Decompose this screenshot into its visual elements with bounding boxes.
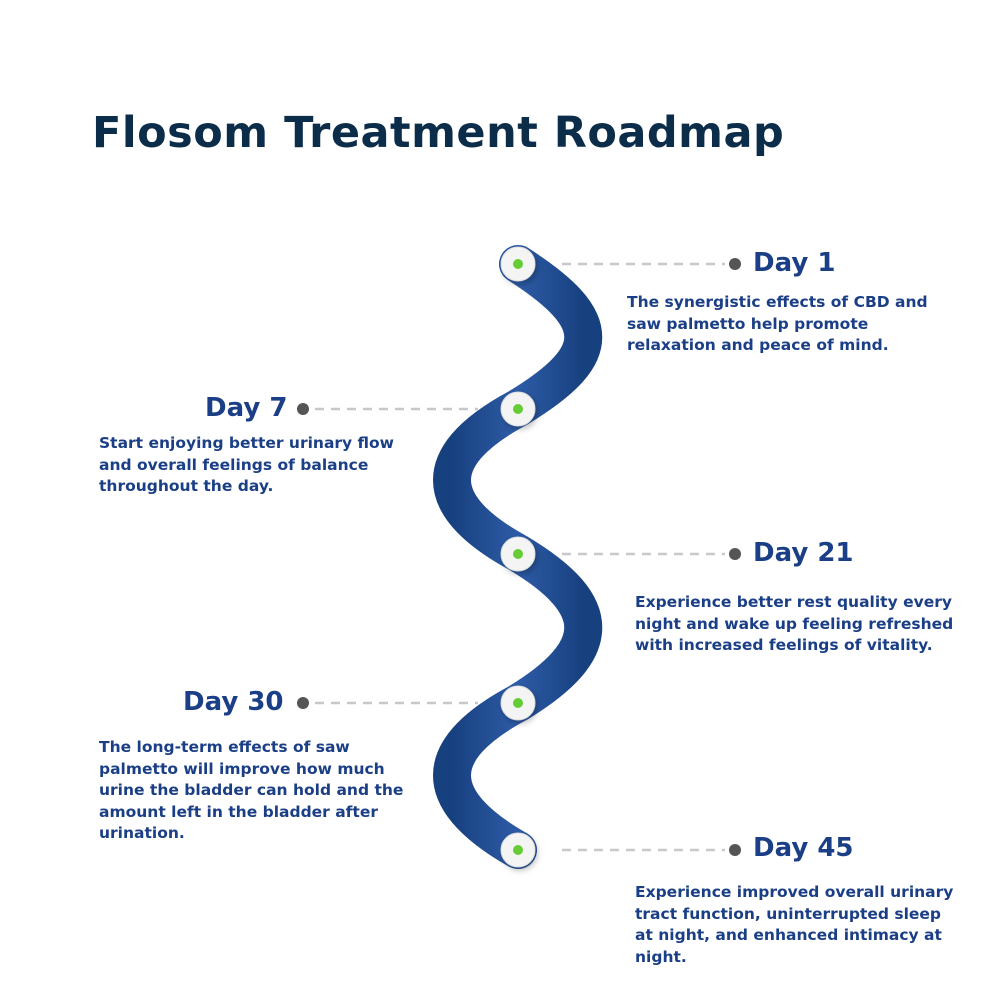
milestone-day-7-text: Start enjoying better urinary flow and o… bbox=[99, 434, 394, 495]
milestone-day-30-label: Day 30 bbox=[183, 687, 284, 717]
marker-day-7 bbox=[297, 403, 309, 415]
node-day-30 bbox=[500, 685, 536, 721]
milestone-day-1-label: Day 1 bbox=[753, 248, 836, 278]
milestone-day-30-text: The long-term effects of saw palmetto wi… bbox=[99, 738, 404, 842]
node-day-21 bbox=[500, 536, 536, 572]
node-day-7 bbox=[500, 391, 536, 427]
marker-day-45 bbox=[729, 844, 741, 856]
marker-day-21 bbox=[729, 548, 741, 560]
marker-day-1 bbox=[729, 258, 741, 270]
milestone-day-21-label: Day 21 bbox=[753, 538, 854, 568]
marker-day-30 bbox=[297, 697, 309, 709]
milestone-day-45-text: Experience improved overall urinary trac… bbox=[635, 883, 954, 966]
milestone-day-1-text: The synergistic effects of CBD and saw p… bbox=[627, 293, 928, 354]
node-day-45 bbox=[500, 832, 536, 868]
milestone-day-45-label: Day 45 bbox=[753, 833, 854, 863]
page-title: Flosom Treatment Roadmap bbox=[92, 108, 785, 158]
milestone-day-7-label: Day 7 bbox=[205, 393, 288, 423]
node-day-1 bbox=[500, 246, 536, 282]
milestone-day-21-text: Experience better rest quality every nig… bbox=[635, 593, 954, 654]
